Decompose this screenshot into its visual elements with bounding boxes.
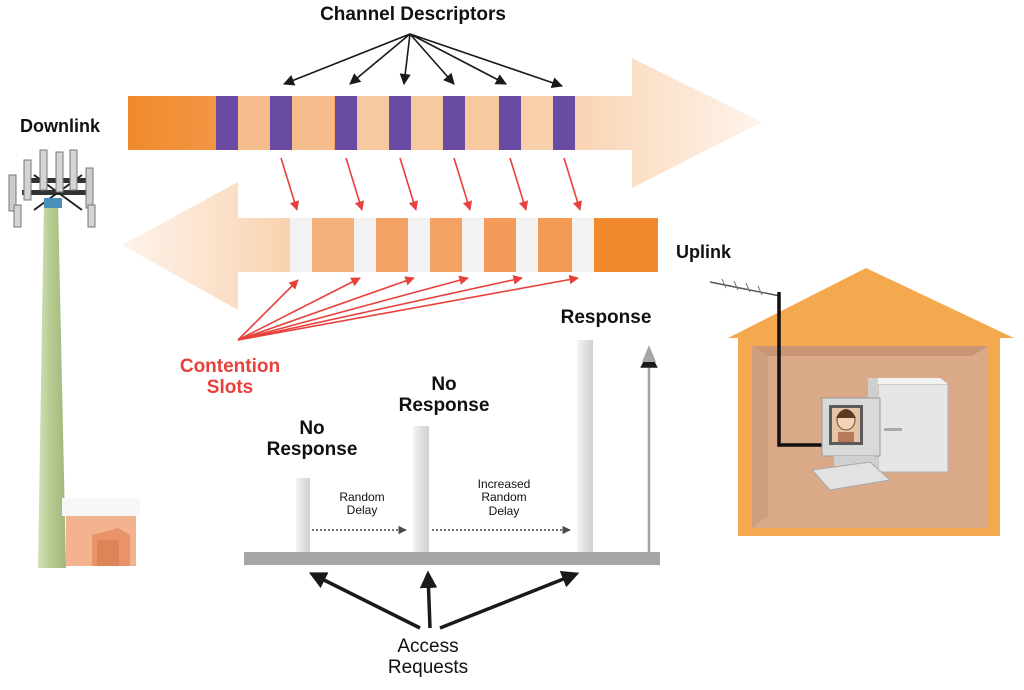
descriptor-slot [389,96,411,150]
mapping-arrows [280,157,583,211]
random-delay-line2: Delay [346,503,378,518]
random-delay-label: Random Delay [318,490,406,518]
access-timeline [244,340,660,565]
downlink-slot [292,96,334,150]
descriptor-slot [553,96,575,150]
access-requests-line2: Requests [387,657,469,679]
channel-descriptors-label: Channel Descriptors [320,4,506,25]
increased-random-delay-label: Increased Random Delay [452,477,556,518]
contention-slot-cells [290,218,594,272]
downlink-label: Downlink [20,116,100,136]
descriptor-pointer-arrows [282,33,564,89]
cell-tower-icon [8,149,140,568]
descriptor-slot [270,96,292,150]
no-response-1-line2: Response [266,439,358,461]
descriptor-slot [216,96,238,150]
contention-pointer-arrows [237,274,579,341]
antenna-icon [709,278,828,447]
contention-slot [290,218,312,272]
request-bar-3 [577,340,593,552]
contention-slot [516,218,538,272]
descriptor-slot [335,96,357,150]
uplink-frame-arrow [122,182,658,310]
contention-slot [462,218,484,272]
contention-slot [572,218,594,272]
downlink-slots [238,96,553,150]
computer-icon [810,378,949,491]
contention-slot [408,218,430,272]
no-response-1-line1: No [299,418,325,439]
no-response-label-2: No Response [384,374,504,417]
random-delay-line1: Random [339,490,385,504]
downlink-frame-arrow [128,58,762,188]
access-requests-label: Access Requests [368,636,488,679]
downlink-slot [357,96,389,150]
no-response-2-line1: No [431,374,457,395]
increased-delay-line1: Increased [477,477,531,491]
request-bar-2 [413,426,429,552]
request-bar-1 [296,478,310,552]
contention-slots-line2: Slots [206,377,254,399]
downlink-slot [411,96,443,150]
access-request-arrows [308,570,580,630]
downlink-slot [238,96,270,150]
increased-delay-line2: Random [481,490,527,505]
descriptor-slot [499,96,521,150]
access-requests-line1: Access [397,636,459,657]
descriptor-slot [443,96,465,150]
channel-descriptor-slots [216,96,575,150]
downlink-slot [465,96,499,150]
uplink-label: Uplink [676,242,732,262]
timeline-baseline [244,552,660,565]
no-response-label-1: No Response [252,418,372,461]
contention-slots-label: Contention Slots [168,356,292,399]
increased-delay-line3: Delay [488,503,520,518]
no-response-2-line2: Response [398,395,490,417]
contention-slot [354,218,376,272]
contention-slots-line1: Contention [179,356,281,377]
response-label: Response [560,307,652,328]
downlink-slot [521,96,553,150]
